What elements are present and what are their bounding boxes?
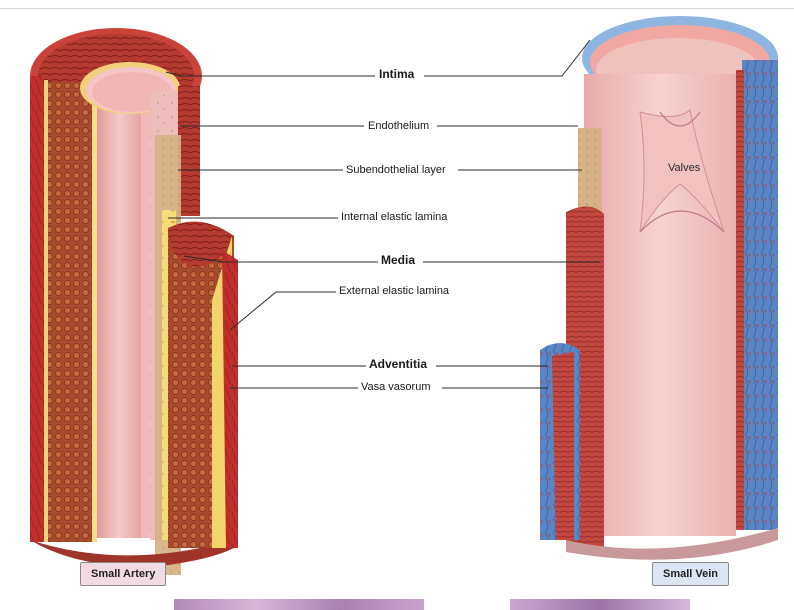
label-vasa-vasorum: Vasa vasorum: [358, 381, 434, 394]
label-internal-elastic-lamina: Internal elastic lamina: [338, 211, 451, 224]
caption-small-vein: Small Vein: [652, 562, 730, 586]
top-divider: [0, 8, 794, 9]
vein-adventitia: [742, 60, 778, 530]
histology-image-left: [174, 599, 424, 610]
label-subendothelial-layer: Subendothelial layer: [343, 164, 449, 177]
artery-lumen: [97, 86, 141, 538]
artery-adventitia: [30, 76, 44, 542]
artery-media: [48, 82, 92, 542]
label-adventitia: Adventitia: [366, 358, 431, 371]
artery-illustration: [30, 28, 238, 575]
leader-lines: [165, 39, 600, 389]
histology-image-right: [510, 599, 690, 610]
label-external-elastic-lamina: External elastic lamina: [336, 285, 453, 298]
vein-valves: [639, 109, 725, 233]
vein-illustration: [540, 16, 778, 560]
label-intima: Intima: [376, 68, 418, 81]
caption-small-artery: Small Artery: [80, 562, 167, 586]
label-endothelium: Endothelium: [365, 120, 433, 133]
label-media: Media: [378, 254, 419, 267]
label-valves: Valves: [668, 162, 701, 174]
